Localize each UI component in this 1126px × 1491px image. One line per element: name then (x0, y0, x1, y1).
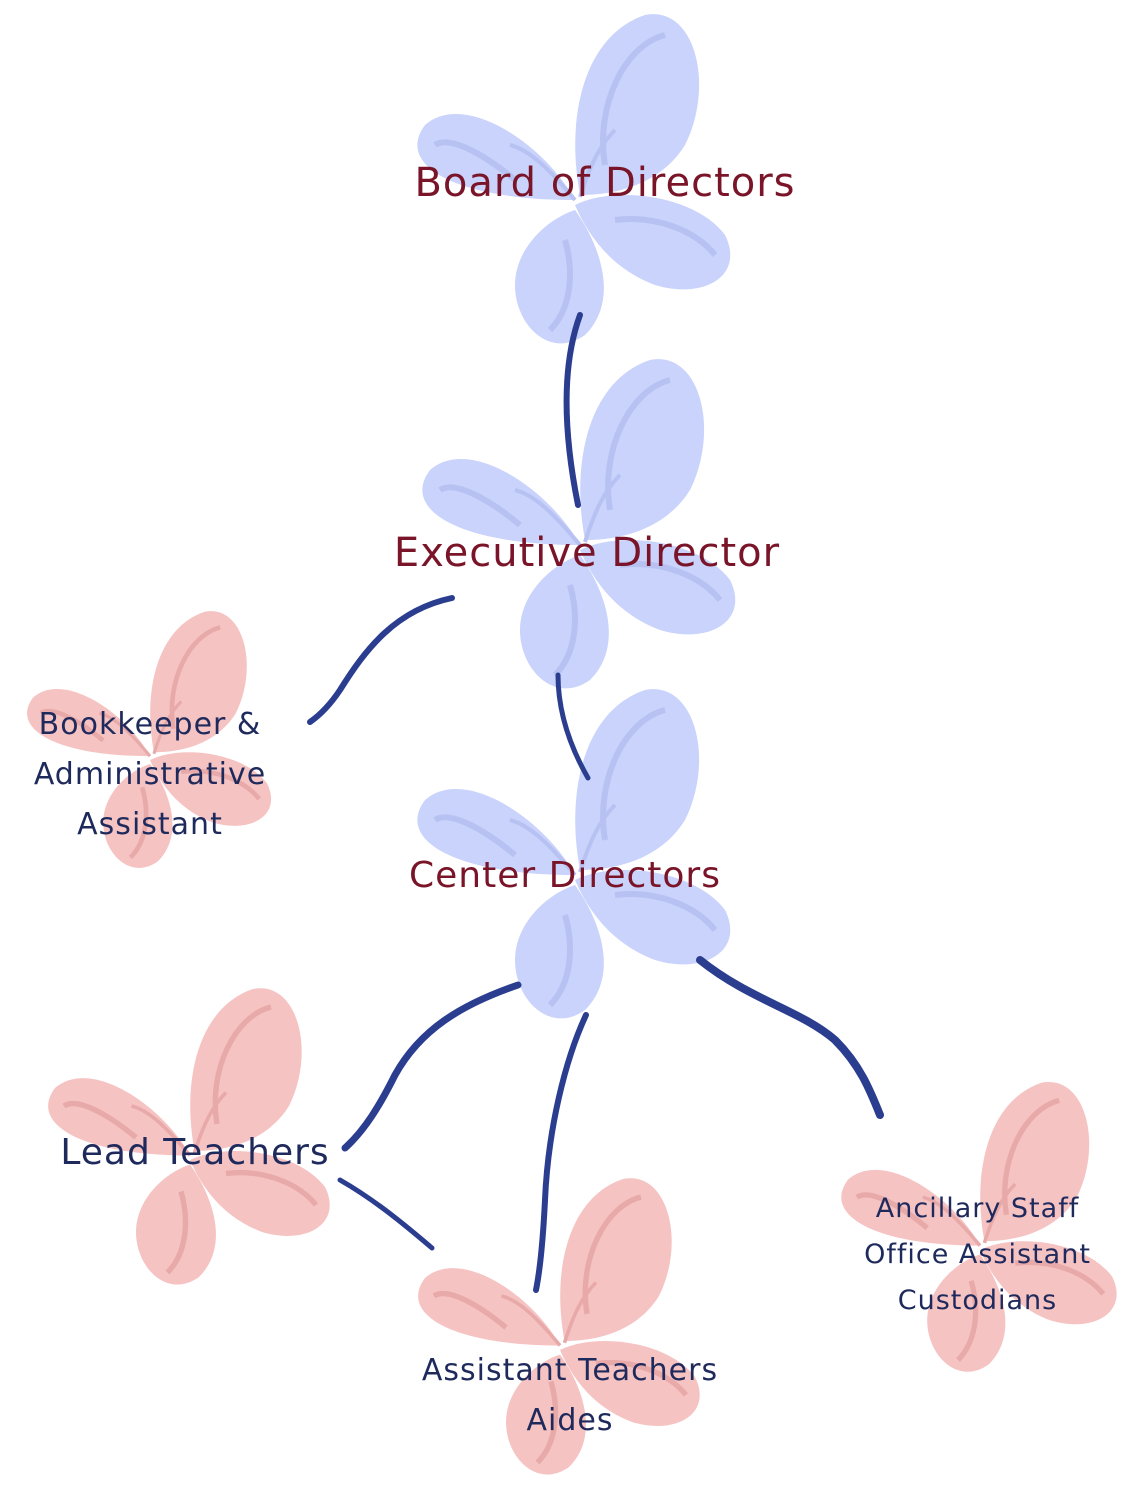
node-ancillary-staff: Ancillary Staff Office Assistant Custodi… (830, 1186, 1125, 1324)
node-bookkeeper-line-1: Bookkeeper & (38, 707, 262, 742)
connector-executive-bookkeeper (307, 595, 455, 725)
connector-center-ancillary (696, 956, 884, 1119)
node-ancillary-line-1: Ancillary Staff (875, 1193, 1080, 1224)
connector-lead-assistant (337, 1177, 435, 1251)
node-bookkeeper: Bookkeeper & Administrative Assistant (5, 700, 295, 850)
node-executive-director: Executive Director (372, 530, 802, 576)
node-lead-label: Lead Teachers (60, 1132, 330, 1173)
butterfly-center-icon (417, 689, 730, 1018)
node-ancillary-line-2: Office Assistant (864, 1239, 1091, 1270)
node-assistant-teachers: Assistant Teachers Aides (380, 1346, 760, 1446)
node-bookkeeper-line-2: Administrative (33, 757, 267, 792)
node-center-label: Center Directors (409, 855, 721, 896)
node-bookkeeper-line-3: Assistant (77, 807, 223, 842)
connector-center-lead (341, 981, 522, 1152)
connector-board-executive (563, 312, 583, 508)
node-board-label: Board of Directors (414, 160, 796, 206)
node-assistant-line-2: Aides (526, 1403, 614, 1438)
node-assistant-line-1: Assistant Teachers (421, 1353, 719, 1388)
node-ancillary-line-3: Custodians (897, 1285, 1058, 1316)
connector-executive-center (555, 672, 591, 781)
node-board-of-directors: Board of Directors (380, 160, 830, 206)
butterfly-executive-icon (422, 359, 735, 688)
connector-center-assistant (533, 1012, 589, 1293)
node-center-directors: Center Directors (385, 855, 745, 896)
node-lead-teachers: Lead Teachers (40, 1128, 350, 1178)
node-executive-label: Executive Director (393, 530, 781, 576)
